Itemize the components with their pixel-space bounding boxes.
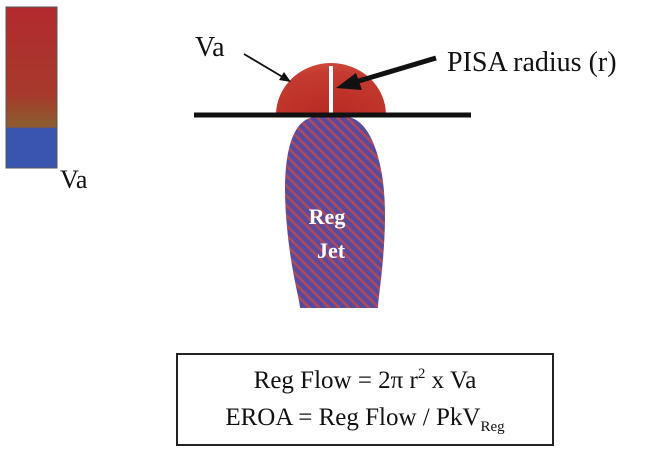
pisa-radius-label: PISA radius (r)	[447, 47, 617, 78]
eroa-formula: EROA = Reg Flow / PkVReg	[225, 404, 505, 435]
jet-label-line1: Reg	[309, 204, 346, 229]
color-scale-label: Va	[60, 165, 88, 194]
pisa-arrow-shaft	[351, 55, 437, 86]
hemisphere-velocity-label: Va	[195, 32, 225, 63]
jet-label-line2: Jet	[317, 238, 346, 263]
va-arrow-shaft	[243, 53, 287, 80]
formula-box: Reg Flow = 2π r2 x Va EROA = Reg Flow / …	[176, 353, 554, 446]
pisa-arrow-head	[336, 73, 362, 90]
va-arrow-head	[279, 72, 291, 82]
color-scale-bar	[5, 6, 58, 169]
reg-flow-formula: Reg Flow = 2π r2 x Va	[253, 366, 477, 395]
regurgitant-jet	[285, 117, 385, 308]
